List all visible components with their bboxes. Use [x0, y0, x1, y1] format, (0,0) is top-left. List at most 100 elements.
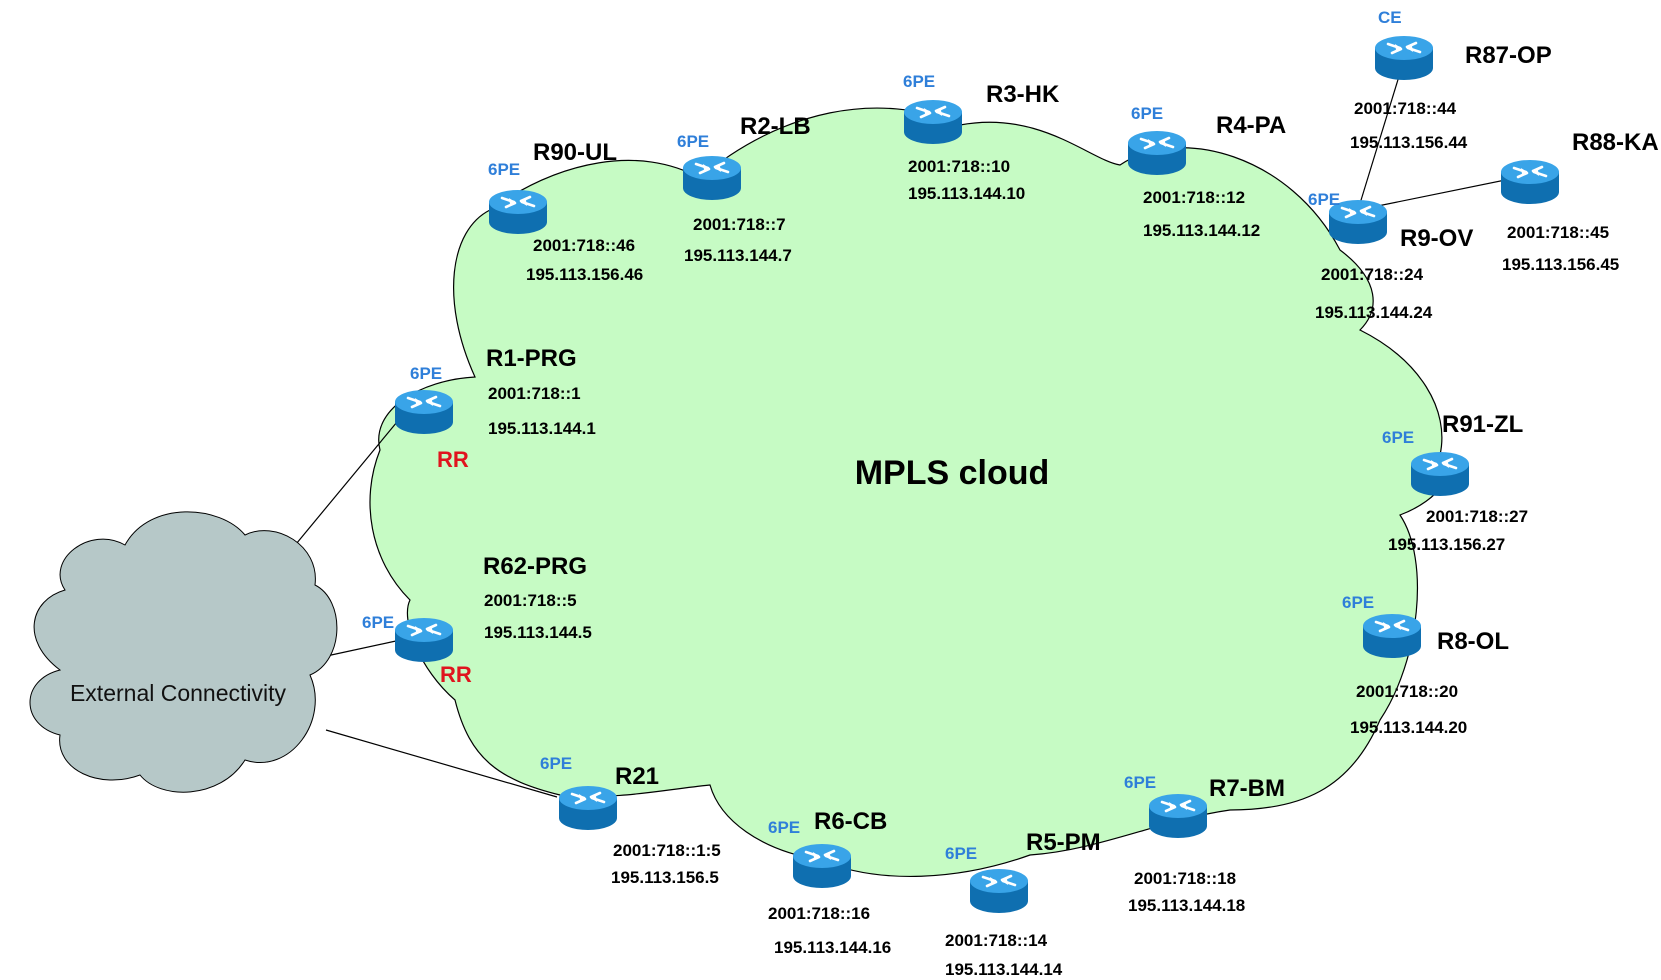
router-icon[interactable] [1373, 34, 1435, 82]
ipv4-address: 195.113.144.10 [908, 184, 1025, 203]
router-name: R9-OV [1400, 225, 1473, 252]
router-r88[interactable]: R88-KA 2001:718::45 195.113.156.45 [1499, 129, 1659, 274]
ipv4-address: 195.113.156.5 [611, 868, 719, 887]
ipv4-address: 195.113.156.45 [1502, 255, 1619, 274]
ipv6-address: 2001:718::20 [1356, 682, 1458, 701]
router-r62[interactable]: 6PE R62-PRG 2001:718::5 195.113.144.5 RR [362, 553, 592, 687]
router-name: R7-BM [1209, 775, 1285, 802]
router-icon[interactable] [968, 867, 1030, 915]
ipv6-address: 2001:718::16 [768, 904, 870, 923]
route-reflector-label: RR [440, 662, 472, 687]
role-label: 6PE [540, 754, 572, 773]
router-name: R90-UL [533, 139, 617, 166]
router-icon[interactable] [1409, 450, 1471, 498]
ipv6-address: 2001:718::10 [908, 157, 1010, 176]
router-r6[interactable]: 6PE R6-CB 2001:718::16 195.113.144.16 [768, 808, 891, 957]
router-name: R4-PA [1216, 112, 1286, 139]
mpls-cloud-title: MPLS cloud [855, 454, 1050, 492]
role-label: CE [1378, 8, 1402, 27]
role-label: 6PE [410, 364, 442, 383]
ipv4-address: 195.113.156.27 [1388, 535, 1505, 554]
ipv6-address: 2001:718::12 [1143, 188, 1245, 207]
role-label: 6PE [1124, 773, 1156, 792]
router-r9[interactable]: 6PE R9-OV 2001:718::24 195.113.144.24 [1308, 190, 1473, 322]
ipv6-address: 2001:718::44 [1354, 99, 1457, 118]
router-icon[interactable] [487, 188, 549, 236]
ipv6-address: 2001:718::27 [1426, 507, 1528, 526]
router-icon[interactable] [1126, 129, 1188, 177]
ipv6-address: 2001:718::1 [488, 384, 581, 403]
router-name: R87-OP [1465, 42, 1552, 69]
router-name: R62-PRG [483, 553, 587, 580]
router-icon[interactable] [902, 98, 964, 146]
router-r5[interactable]: 6PE R5-PM 2001:718::14 195.113.144.14 [945, 829, 1101, 979]
router-name: R1-PRG [486, 345, 577, 372]
ipv4-address: 195.113.156.46 [526, 265, 643, 284]
ipv4-address: 195.113.144.7 [684, 246, 792, 265]
ipv6-address: 2001:718::46 [533, 236, 635, 255]
ipv4-address: 195.113.144.20 [1350, 718, 1467, 737]
ipv4-address: 195.113.144.1 [488, 419, 596, 438]
ipv4-address: 195.113.144.18 [1128, 896, 1245, 915]
role-label: 6PE [1131, 104, 1163, 123]
router-icon[interactable] [791, 842, 853, 890]
ipv6-address: 2001:718::5 [484, 591, 577, 610]
router-r3[interactable]: 6PE R3-HK 2001:718::10 195.113.144.10 [902, 72, 1060, 203]
router-r21[interactable]: 6PE R21 2001:718::1:5 195.113.156.5 [540, 754, 721, 887]
ipv6-address: 2001:718::14 [945, 931, 1048, 950]
router-name: R2-LB [740, 113, 811, 140]
external-cloud [29, 511, 338, 793]
router-name: R6-CB [814, 808, 887, 835]
router-name: R88-KA [1572, 129, 1659, 156]
router-name: R8-OL [1437, 628, 1509, 655]
ipv4-address: 195.113.144.5 [484, 623, 592, 642]
router-icon[interactable] [1361, 612, 1423, 660]
router-icon[interactable] [557, 784, 619, 832]
ipv6-address: 2001:718::1:5 [613, 841, 721, 860]
router-name: R3-HK [986, 81, 1060, 108]
role-label: 6PE [362, 613, 394, 632]
router-name: R91-ZL [1442, 411, 1523, 438]
router-r91[interactable]: 6PE R91-ZL 2001:718::27 195.113.156.27 [1382, 411, 1528, 554]
router-r7[interactable]: 6PE R7-BM 2001:718::18 195.113.144.18 [1124, 773, 1285, 915]
role-label: 6PE [1308, 190, 1340, 209]
router-icon[interactable] [1147, 792, 1209, 840]
ipv6-address: 2001:718::7 [693, 215, 786, 234]
external-connectivity-label: External Connectivity [70, 680, 287, 706]
link-external-r62 [321, 638, 406, 658]
router-r4[interactable]: 6PE R4-PA 2001:718::12 195.113.144.12 [1126, 104, 1286, 240]
ipv6-address: 2001:718::18 [1134, 869, 1236, 888]
links [257, 72, 1526, 798]
router-r1[interactable]: 6PE R1-PRG 2001:718::1 195.113.144.1 RR [393, 345, 596, 472]
mpls-cloud [369, 107, 1449, 878]
ipv4-address: 195.113.156.44 [1350, 133, 1468, 152]
ipv4-address: 195.113.144.24 [1315, 303, 1433, 322]
router-name: R5-PM [1026, 829, 1101, 856]
link-r9-r88 [1357, 175, 1526, 211]
role-label: 6PE [488, 160, 520, 179]
ipv6-address: 2001:718::45 [1507, 223, 1609, 242]
role-label: 6PE [945, 844, 977, 863]
router-icon[interactable] [1499, 158, 1561, 206]
ipv4-address: 195.113.144.16 [774, 938, 891, 957]
router-r2[interactable]: 6PE R2-LB 2001:718::7 195.113.144.7 [677, 113, 811, 265]
router-r90[interactable]: 6PE R90-UL 2001:718::46 195.113.156.46 [487, 139, 643, 284]
router-icon[interactable] [681, 154, 743, 202]
role-label: 6PE [1382, 428, 1414, 447]
link-r9-r87 [1357, 72, 1401, 211]
router-r8[interactable]: 6PE R8-OL 2001:718::20 195.113.144.20 [1342, 593, 1509, 737]
role-label: 6PE [1342, 593, 1374, 612]
role-label: 6PE [903, 72, 935, 91]
router-name: R21 [615, 763, 659, 790]
ipv6-address: 2001:718::24 [1321, 265, 1424, 284]
ipv4-address: 195.113.144.12 [1143, 221, 1260, 240]
router-icon[interactable] [393, 616, 455, 664]
router-r87[interactable]: CE R87-OP 2001:718::44 195.113.156.44 [1350, 8, 1552, 152]
router-icon[interactable] [393, 388, 455, 436]
ipv4-address: 195.113.144.14 [945, 960, 1063, 979]
link-external-r21 [325, 729, 558, 798]
role-label: 6PE [768, 818, 800, 837]
role-label: 6PE [677, 132, 709, 151]
